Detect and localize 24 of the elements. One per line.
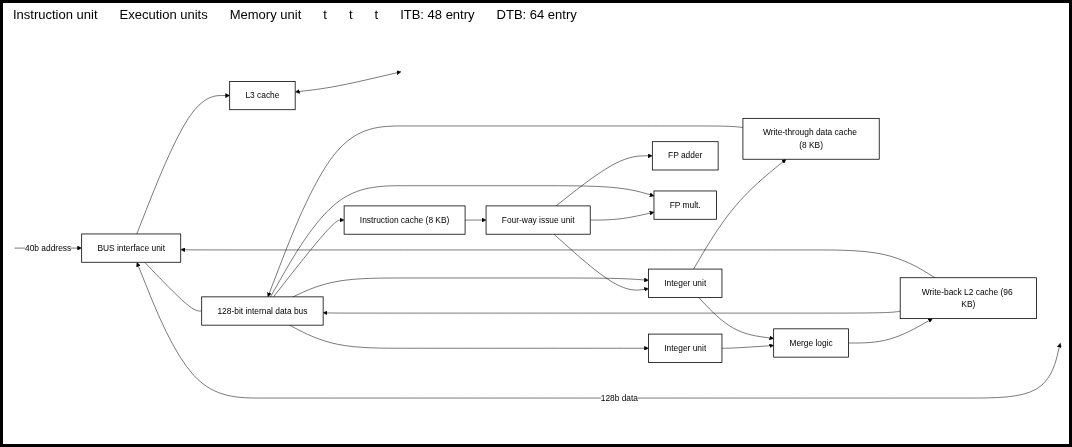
connector-line <box>144 262 202 312</box>
note-label: t <box>323 7 327 22</box>
note-label: Memory unit <box>229 7 302 22</box>
note-label: Execution units <box>119 7 208 22</box>
unit-box: L3 cache <box>229 81 296 111</box>
unit-box: Instruction cache (8 KB) <box>343 205 466 235</box>
arrow <box>295 70 402 94</box>
unit-box: Write-through data cache (8 KB) <box>742 117 880 160</box>
note-label: ITB: 48 entry <box>400 7 475 22</box>
unit-box: Four-way issue unit <box>485 205 591 235</box>
edge-label: 128b data <box>600 393 639 403</box>
unit-box: Integer unit <box>648 268 723 298</box>
unit-box: Write-back L2 cache (96 KB) <box>899 277 1037 319</box>
unit-box: 128-bit internal data bus <box>201 296 324 326</box>
unit-box: FP mult. <box>653 190 717 220</box>
note-label: t <box>374 7 379 22</box>
note-label: Instruction unit <box>13 7 98 22</box>
note-label: t <box>348 7 353 22</box>
edge-label: 40b address <box>25 243 72 253</box>
unit-box: Merge logic <box>773 328 849 358</box>
note-label: DTB: 64 entry <box>496 7 577 22</box>
unit-box: BUS interface unit <box>81 233 182 263</box>
unit-box: Integer unit <box>648 333 723 363</box>
unit-box: FP adder <box>651 141 719 171</box>
